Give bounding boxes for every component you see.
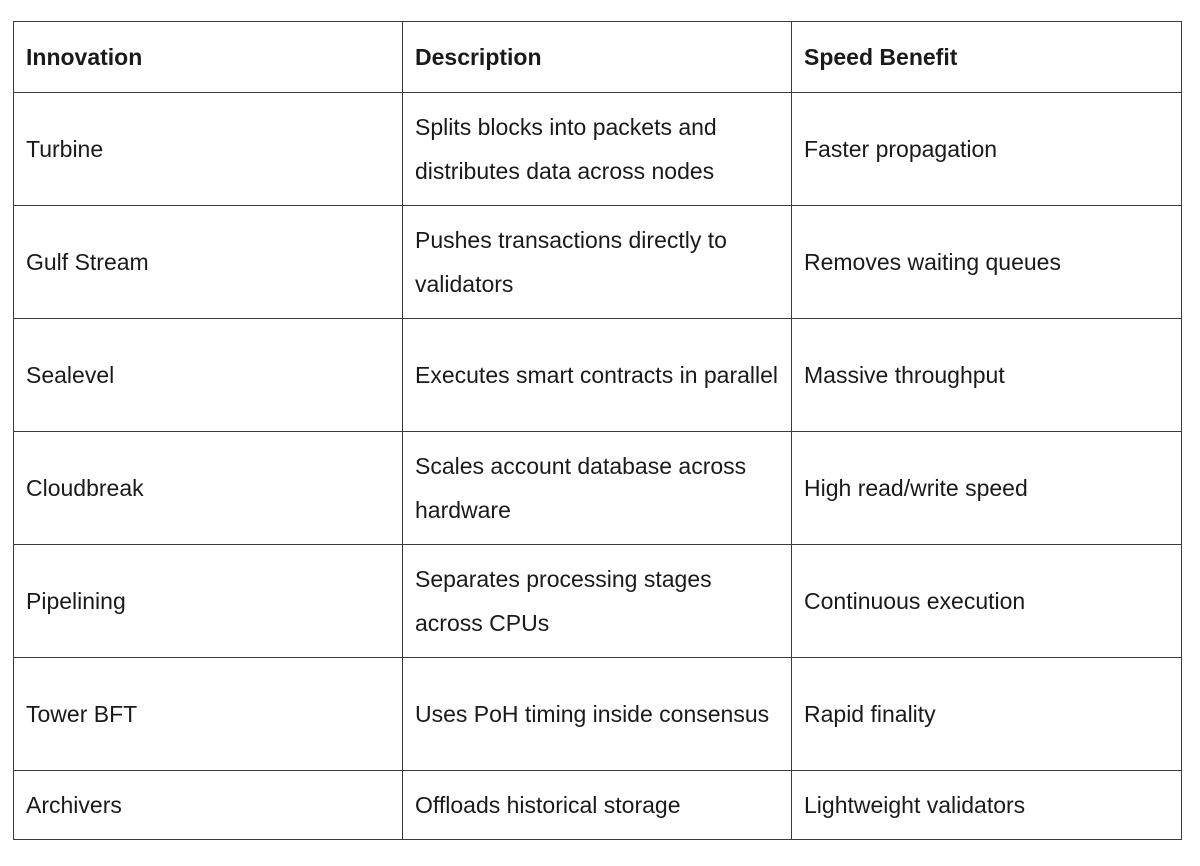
table-row: Cloudbreak Scales account database acros… xyxy=(13,431,1182,545)
cell-innovation: Gulf Stream xyxy=(13,205,403,319)
cell-description: Scales account database across hardware xyxy=(402,431,792,545)
cell-speed-benefit: Removes waiting queues xyxy=(791,205,1182,319)
cell-description: Uses PoH timing inside consensus xyxy=(402,657,792,771)
cell-innovation: Cloudbreak xyxy=(13,431,403,545)
cell-speed-benefit: Massive throughput xyxy=(791,318,1182,432)
cell-innovation: Sealevel xyxy=(13,318,403,432)
cell-description: Executes smart contracts in parallel xyxy=(402,318,792,432)
cell-description: Pushes transactions directly to validato… xyxy=(402,205,792,319)
cell-speed-benefit: Faster propagation xyxy=(791,92,1182,206)
header-description: Description xyxy=(402,21,792,93)
table-row: Pipelining Separates processing stages a… xyxy=(13,544,1182,658)
table-header-row: Innovation Description Speed Benefit xyxy=(13,21,1182,93)
table-row: Tower BFT Uses PoH timing inside consens… xyxy=(13,657,1182,771)
cell-speed-benefit: Continuous execution xyxy=(791,544,1182,658)
innovations-table: Innovation Description Speed Benefit Tur… xyxy=(13,21,1182,840)
cell-innovation: Tower BFT xyxy=(13,657,403,771)
cell-innovation: Archivers xyxy=(13,770,403,840)
cell-speed-benefit: Rapid finality xyxy=(791,657,1182,771)
cell-innovation: Turbine xyxy=(13,92,403,206)
cell-description: Separates processing stages across CPUs xyxy=(402,544,792,658)
cell-speed-benefit: Lightweight validators xyxy=(791,770,1182,840)
table-row: Archivers Offloads historical storage Li… xyxy=(13,770,1182,840)
table-row: Sealevel Executes smart contracts in par… xyxy=(13,318,1182,432)
table-row: Gulf Stream Pushes transactions directly… xyxy=(13,205,1182,319)
header-innovation: Innovation xyxy=(13,21,403,93)
cell-speed-benefit: High read/write speed xyxy=(791,431,1182,545)
cell-description: Splits blocks into packets and distribut… xyxy=(402,92,792,206)
cell-description: Offloads historical storage xyxy=(402,770,792,840)
header-speed-benefit: Speed Benefit xyxy=(791,21,1182,93)
cell-innovation: Pipelining xyxy=(13,544,403,658)
table-row: Turbine Splits blocks into packets and d… xyxy=(13,92,1182,206)
innovations-table-container: Innovation Description Speed Benefit Tur… xyxy=(13,21,1182,840)
